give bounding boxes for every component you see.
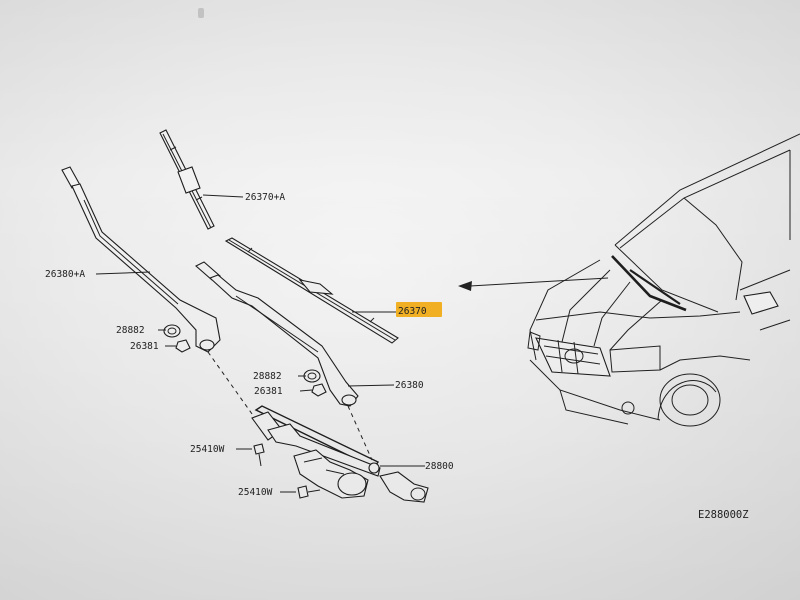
nut-left <box>175 339 191 353</box>
label-26370a: 26370+A <box>245 192 285 203</box>
nut-right <box>311 383 327 397</box>
wiper-blade-assist <box>159 129 215 230</box>
wiper-arm-driver <box>195 261 359 407</box>
label-25410w-upper: 25410W <box>190 444 225 455</box>
location-arrow <box>458 277 609 291</box>
cap-left <box>163 324 181 338</box>
label-26370: 26370 <box>398 306 427 317</box>
label-26381-left: 26381 <box>130 341 159 352</box>
wiper-arm-assist <box>61 166 221 353</box>
label-26381-right: 26381 <box>254 386 283 397</box>
label-28800: 28800 <box>425 461 454 472</box>
label-25410w-lower: 25410W <box>238 487 273 498</box>
label-26380a: 26380+A <box>45 269 85 280</box>
wiper-motor-linkage <box>251 405 429 503</box>
highlight-marker <box>396 302 442 317</box>
vehicle-outline <box>527 133 800 427</box>
bolt-lower <box>297 485 321 499</box>
label-28882-right: 28882 <box>253 371 282 382</box>
leader-lines <box>95 194 425 493</box>
figure-code: E288000Z <box>698 509 749 521</box>
label-26380: 26380 <box>395 380 424 391</box>
screen-smudge <box>198 8 204 18</box>
wiper-blade-driver <box>224 237 399 344</box>
bolt-upper <box>253 443 265 467</box>
label-28882-left: 28882 <box>116 325 145 336</box>
assembly-lines <box>207 351 373 461</box>
cap-right <box>303 369 321 383</box>
part-labels: 26370+A 26380+A 28882 26381 26370 28882 … <box>45 192 749 521</box>
